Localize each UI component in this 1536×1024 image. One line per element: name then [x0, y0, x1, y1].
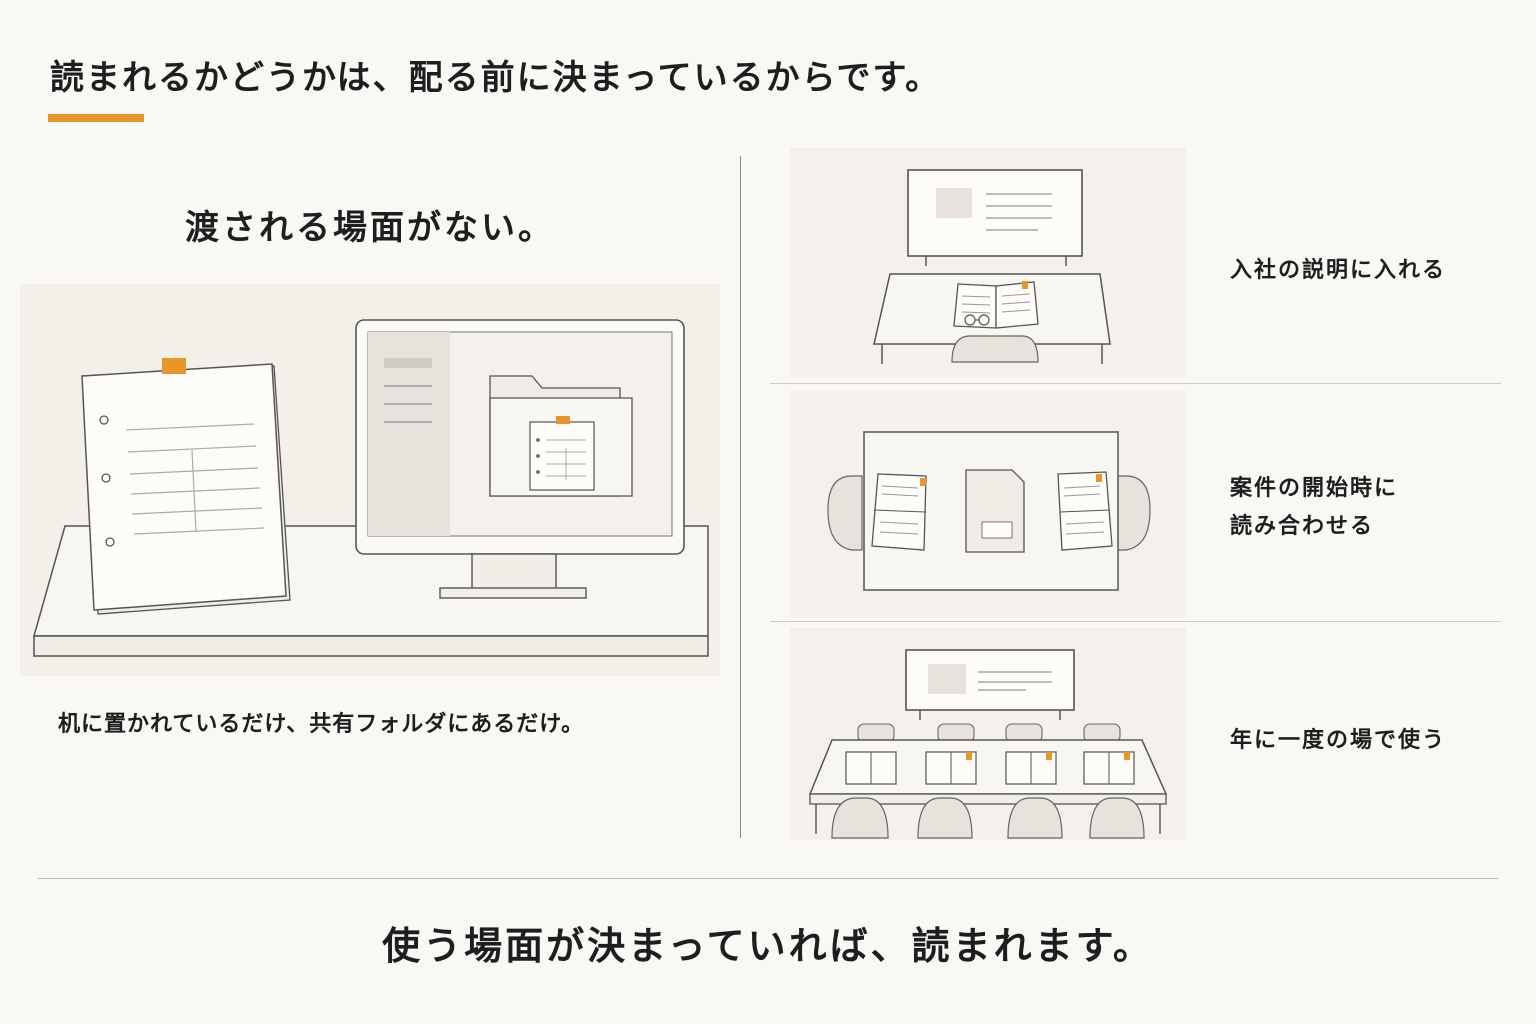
- folder-icon: [489, 375, 633, 497]
- page-title: 読まれるかどうかは、配る前に決まっているからです。: [50, 58, 942, 98]
- screen-icon: [907, 169, 1083, 266]
- row-separator: [770, 621, 1501, 622]
- row-separator: [770, 383, 1501, 384]
- chair-icon: [827, 475, 1151, 551]
- scene-kickoff: [790, 390, 1186, 618]
- document-icon: [965, 469, 1025, 553]
- left-panel-heading: 渡される場面がない。: [185, 208, 555, 248]
- scene-label-line: 入社の説明に入れる: [1230, 258, 1447, 283]
- chair-icon: [951, 335, 1039, 363]
- scene-label-annual: 年に一度の場で使う: [1230, 722, 1446, 760]
- scene-label-line: 案件の開始時に: [1230, 476, 1399, 501]
- glasses-icon: [964, 314, 990, 326]
- scene-annual: [790, 628, 1186, 840]
- left-panel-caption: 机に置かれているだけ、共有フォルダにあるだけ。: [58, 712, 585, 737]
- title-accent-bar: [48, 114, 144, 122]
- center-divider: [740, 156, 741, 838]
- scene-label-kickoff: 案件の開始時に 読み合わせる: [1230, 470, 1398, 546]
- open-book-icon: [871, 471, 1113, 551]
- screen-icon: [905, 649, 1075, 720]
- open-book-icon: [845, 751, 1135, 785]
- bottom-divider: [38, 878, 1498, 879]
- scene-label-line: 読み合わせる: [1230, 514, 1375, 539]
- chair-icon: [831, 797, 1145, 839]
- open-book-icon: [953, 281, 1039, 329]
- conclusion-message: 使う場面が決まっていれば、読まれます。: [382, 924, 1154, 968]
- binder-icon: [81, 358, 291, 615]
- scene-label-line: 年に一度の場で使う: [1230, 728, 1447, 753]
- scene-onboarding: [790, 148, 1186, 378]
- desk-illustration: [20, 284, 720, 676]
- long-table-icon: [808, 739, 1168, 834]
- scene-label-onboarding: 入社の説明に入れる: [1230, 252, 1446, 290]
- monitor-icon: [355, 319, 685, 599]
